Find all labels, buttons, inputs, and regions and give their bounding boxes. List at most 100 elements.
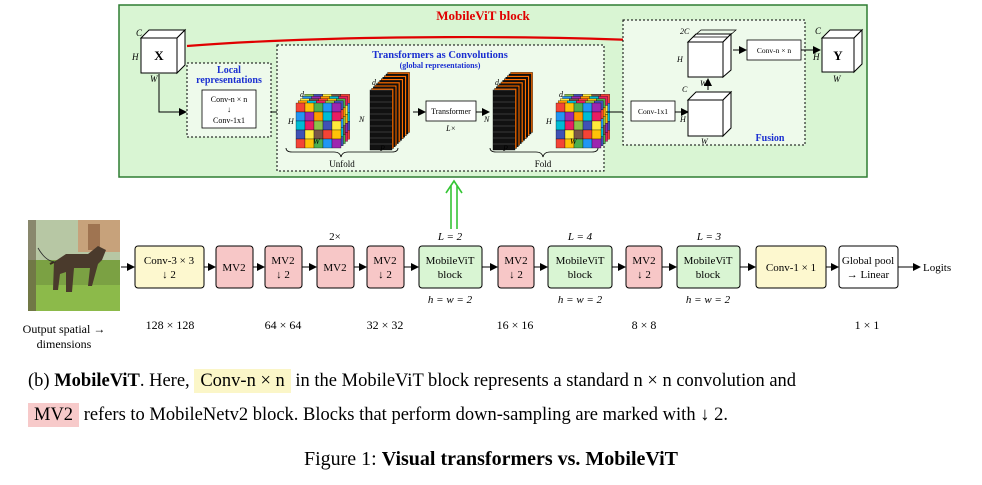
- mobilevit-2-l: L = 4: [567, 231, 593, 243]
- fold-label: Fold: [535, 159, 552, 169]
- output-tensor-y: Y: [820, 28, 864, 74]
- grid-right-dim-h: H: [545, 117, 553, 126]
- stack-left-dim-n: N: [358, 115, 365, 124]
- colored-grid-tensor-right: [555, 94, 610, 149]
- global-pool-line2: → Linear: [847, 269, 890, 281]
- fusion-lower-dim-h: H: [679, 115, 687, 124]
- mv2-down-block-2-line2: ↓ 2: [378, 269, 392, 281]
- mobilevit-block-1: [418, 245, 483, 289]
- x-to-local-arrow: [158, 74, 187, 116]
- local-conv-box: [201, 89, 257, 129]
- fusion-concat-cube: [686, 29, 737, 79]
- y-dim-c: C: [815, 26, 822, 36]
- dim-64: 64 × 64: [265, 318, 302, 332]
- mv2-down-block-1: [264, 245, 303, 289]
- conv3x3-line1: Conv-3 × 3: [144, 255, 195, 267]
- mv2-repeat-label: 2×: [329, 231, 341, 243]
- fusion-conv1-box: [630, 100, 676, 122]
- mobilevit-1-line2: block: [438, 269, 463, 281]
- mv2-down-block-3: [497, 245, 535, 289]
- transformer-title: Transformers as Convolutions: [372, 50, 508, 61]
- mobilevit-3-line2: block: [696, 269, 721, 281]
- local-conv-n: Conv-n × n: [211, 95, 248, 104]
- figure-caption-bold: Visual transformers vs. MobileViT: [381, 448, 679, 470]
- colored-grid-tensor-left: [295, 94, 350, 149]
- stack-right-dim-d: d: [495, 78, 500, 87]
- local-title-line1: Local: [217, 65, 241, 76]
- transformer-node: [425, 100, 477, 122]
- grid-left-dim-d: d: [300, 90, 305, 99]
- output-label-line2: dimensions: [37, 337, 92, 351]
- mv2-block-1-label: MV2: [222, 262, 245, 274]
- fold-brace: [489, 147, 599, 158]
- mv2-down-block-2-line1: MV2: [373, 255, 396, 267]
- grid-left-dim-w: W: [313, 137, 321, 146]
- zoom-double-arrow: [445, 179, 463, 229]
- conv1x1-label: Conv-1 × 1: [766, 262, 816, 274]
- caption-bold: MobileViT: [54, 371, 140, 391]
- block-title: MobileViT block: [436, 8, 530, 23]
- output-label-line1: Output spatial →: [23, 322, 106, 336]
- input-image: [28, 220, 120, 311]
- conv1x1-block: [755, 245, 827, 289]
- caption-prefix: (b): [28, 371, 55, 391]
- mobilevit-diagram: MobileViT block X C H W Local representa…: [23, 4, 951, 351]
- global-pool-block: [838, 245, 899, 289]
- x-label: X: [154, 48, 164, 63]
- mobilevit-1-line1: MobileViT: [426, 255, 475, 267]
- mobilevit-block-2: [547, 245, 613, 289]
- fusion-convn-label: Conv-n × n: [757, 46, 791, 55]
- local-conv-1: Conv-1x1: [213, 116, 245, 125]
- transformer-repeat: L×: [445, 124, 456, 133]
- local-down-arrow: ↓: [227, 105, 231, 114]
- dim-8: 8 × 8: [632, 318, 657, 332]
- local-title-line2: representations: [196, 75, 262, 86]
- mobilevit-1-hw: h = w = 2: [428, 294, 473, 306]
- mv2-down-block-4-line1: MV2: [632, 255, 655, 267]
- fusion-lower-dim-w: W: [701, 137, 709, 146]
- input-tensor-x: X C H W: [131, 28, 187, 84]
- unfold-brace: [285, 147, 399, 158]
- mobilevit-1-l: L = 2: [437, 231, 463, 243]
- mobilevit-2-line2: block: [568, 269, 593, 281]
- transformer-label: Transformer: [431, 107, 471, 116]
- fusion-upper-dim-h: H: [676, 55, 684, 64]
- fusion-lower-dim-c: C: [682, 85, 688, 94]
- mv2-block-1: [215, 245, 254, 289]
- stack-left-dim-d: d: [372, 78, 377, 87]
- transformer-subtitle: (global representations): [400, 61, 481, 70]
- mv2-down-block-3-line2: ↓ 2: [509, 269, 523, 281]
- dim-1: 1 × 1: [855, 318, 880, 332]
- caption-b: (b) MobileViT. Here, Conv-n × n in the M…: [28, 364, 958, 432]
- grid-left-dim-h: H: [287, 117, 295, 126]
- x-dim-h: H: [131, 52, 139, 62]
- fusion-title: Fusion: [756, 133, 785, 144]
- dim-128: 128 × 128: [146, 318, 195, 332]
- fusion-conv1-label: Conv-1x1: [638, 107, 668, 116]
- mv2-block-2: [316, 245, 355, 289]
- mv2-down-block-2: [366, 245, 405, 289]
- conv3x3-block: [134, 245, 205, 289]
- mobilevit-3-hw: h = w = 2: [686, 294, 731, 306]
- fusion-upper-dim-2c: 2C: [680, 27, 690, 36]
- mv2-down-block-1-line1: MV2: [271, 255, 294, 267]
- global-pool-line1: Global pool: [842, 255, 894, 267]
- stack-right-dim-p: P: [502, 144, 508, 153]
- stack-left-dim-p: P: [379, 144, 385, 153]
- conv3x3-line2: ↓ 2: [162, 269, 176, 281]
- x-dim-w: W: [150, 74, 159, 84]
- caption-highlight-mv2: MV2: [28, 403, 80, 427]
- mv2-down-block-4: [625, 245, 663, 289]
- fusion-lower-cube: [686, 90, 733, 138]
- unfold-label: Unfold: [329, 159, 355, 169]
- mobilevit-2-line1: MobileViT: [556, 255, 605, 267]
- logits-label: Logits: [923, 262, 951, 274]
- caption-t1: . Here,: [139, 371, 190, 391]
- grid-right-dim-w: W: [570, 137, 578, 146]
- figure-caption-prefix: Figure 1:: [303, 448, 382, 470]
- y-dim-h: H: [812, 52, 820, 62]
- y-dim-w: W: [833, 74, 842, 84]
- mobilevit-2-hw: h = w = 2: [558, 294, 603, 306]
- patch-stack-transformed: [492, 72, 533, 151]
- x-dim-c: C: [136, 28, 143, 38]
